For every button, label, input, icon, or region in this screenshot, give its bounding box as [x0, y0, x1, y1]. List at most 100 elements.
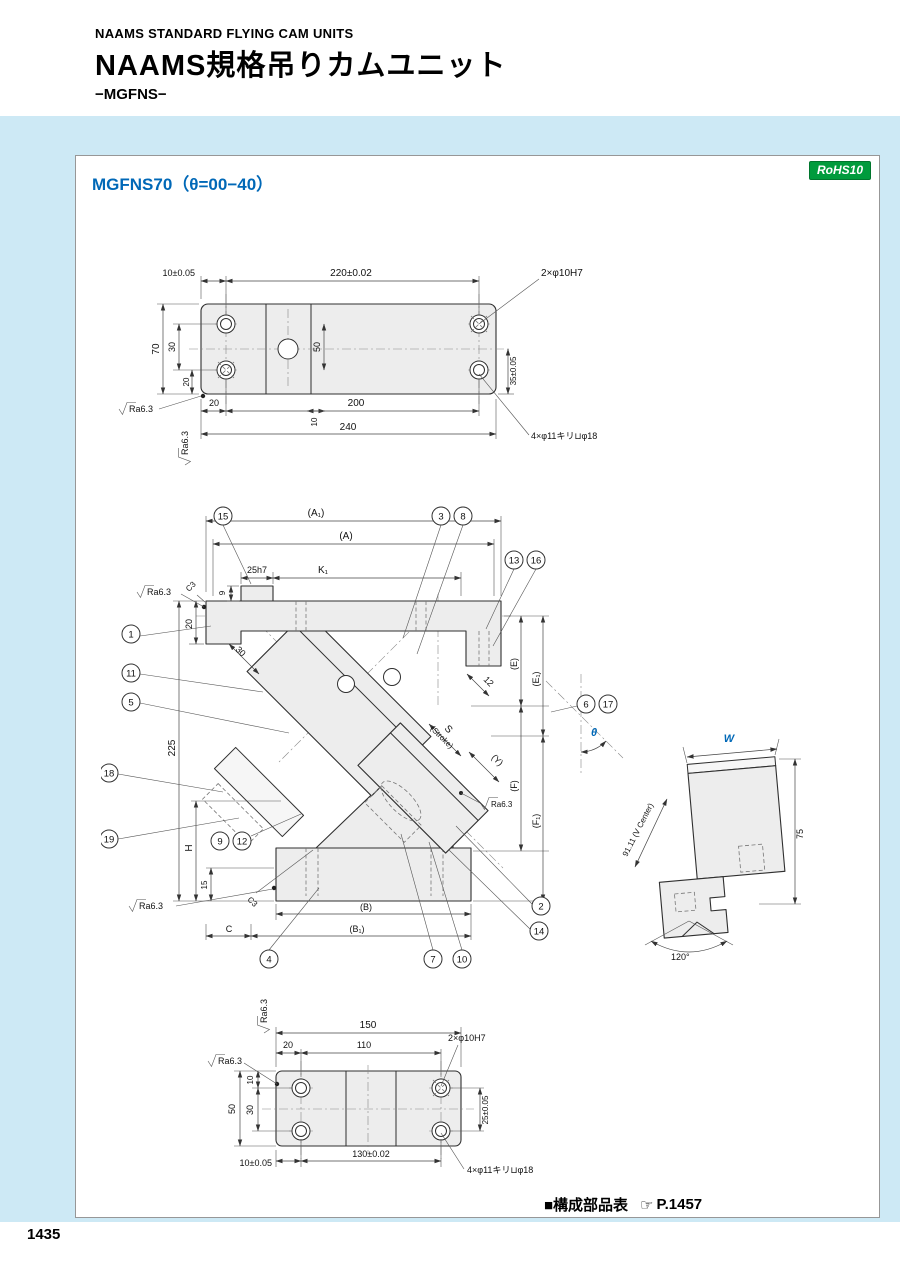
cam-body — [687, 765, 786, 880]
balloon-callout: 2 — [531, 896, 551, 916]
svg-text:1: 1 — [128, 630, 133, 641]
dim-label: H — [184, 844, 195, 851]
surface-finish-icon: Ra6.3 — [207, 1054, 242, 1068]
svg-text:2: 2 — [538, 902, 543, 913]
page-reference: ☞ P.1457 — [640, 1196, 702, 1214]
balloon-callout: 13 — [504, 550, 524, 570]
svg-text:17: 17 — [603, 700, 614, 711]
balloon-callout: 12 — [232, 831, 252, 851]
balloon-callout: 15 — [213, 506, 233, 526]
ra-label: Ra6.3 — [491, 800, 513, 809]
dim-label: 130±0.02 — [352, 1149, 389, 1159]
dim-label: W — [724, 733, 736, 745]
balloon-callout: 19 — [101, 829, 119, 849]
dim-label: 200 — [348, 398, 365, 409]
plate-outline — [275, 1070, 462, 1147]
cbore-label: 4×φ11キリ⊔φ18 — [467, 1165, 533, 1175]
hanging-rail — [205, 600, 502, 667]
page-subtitle: −MGFNS− — [95, 86, 167, 103]
dim-label: 225 — [167, 739, 178, 756]
dim-label: (Y) — [490, 752, 506, 768]
dim-label: (E) — [509, 658, 519, 670]
dim-label: 10 — [246, 1075, 255, 1084]
theta-label: θ — [591, 727, 597, 739]
dim-label: 10±0.05 — [163, 268, 195, 278]
dim-label: (B₁) — [349, 924, 364, 934]
dim-label: 70 — [151, 343, 162, 355]
svg-text:7: 7 — [430, 955, 435, 966]
dowel-label: 2×φ10H7 — [541, 268, 583, 279]
dim-label: 30 — [167, 342, 177, 352]
svg-text:10: 10 — [457, 955, 468, 966]
svg-text:5: 5 — [128, 698, 133, 709]
ra-label: Ra6.3 — [180, 431, 190, 455]
dim-label: (A) — [339, 531, 352, 542]
ra-label: Ra6.3 — [129, 404, 153, 414]
v-block — [658, 876, 729, 939]
iso-view-drawing: W 91.11 (V Center) 75 120° — [621, 733, 805, 962]
dim-label: 240 — [340, 422, 357, 433]
svg-text:18: 18 — [104, 769, 115, 780]
svg-text:13: 13 — [509, 556, 520, 567]
balloon-callout: 5 — [121, 692, 141, 712]
dim-label: 10 — [310, 417, 319, 426]
surface-finish-icon: Ra6.3 — [128, 899, 163, 913]
dim-label: 75 — [795, 829, 805, 839]
cbore-label: 4×φ11キリ⊔φ18 — [531, 431, 597, 441]
page-header: NAAMS STANDARD FLYING CAM UNITS NAAMS規格吊… — [95, 26, 506, 103]
ra-label: Ra6.3 — [259, 999, 269, 1023]
balloon-callout: 17 — [598, 694, 618, 714]
key-block — [240, 585, 274, 602]
dim-label: 20 — [184, 619, 194, 629]
svg-text:15: 15 — [218, 512, 229, 523]
angle-label: 120° — [671, 952, 690, 962]
rohs-badge: RoHS10 — [808, 161, 871, 180]
svg-text:8: 8 — [460, 512, 465, 523]
balloon-callout: 18 — [101, 763, 119, 783]
dim-label: 50 — [227, 1104, 237, 1114]
balloon-callout: 4 — [259, 949, 279, 969]
svg-text:4: 4 — [266, 955, 271, 966]
dim-label: 30 — [245, 1105, 255, 1115]
dim-label: 220±0.02 — [330, 268, 372, 279]
dim-label: 25h7 — [247, 565, 267, 575]
ra-label: Ra6.3 — [147, 587, 171, 597]
dim-label: K₁ — [318, 565, 329, 576]
dim-label: 150 — [360, 1020, 377, 1031]
page-title: NAAMS規格吊りカムユニット — [95, 50, 507, 82]
page-number: 1435 — [27, 1226, 61, 1243]
surface-finish-icon: Ra6.3 — [257, 999, 271, 1034]
ra-label: Ra6.3 — [139, 901, 163, 911]
svg-text:6: 6 — [583, 700, 588, 711]
ra-label: Ra6.3 — [218, 1056, 242, 1066]
balloon-callout: 9 — [210, 831, 230, 851]
svg-text:3: 3 — [438, 512, 443, 523]
parts-table-label: ■構成部品表 — [544, 1197, 629, 1214]
dim-label: 30 — [234, 644, 248, 658]
dim-label: (F₁) — [531, 814, 541, 829]
svg-text:9: 9 — [217, 837, 222, 848]
balloon-callout: 16 — [526, 550, 546, 570]
bottom-view-drawing: 150 20 110 2×φ10H7 10 30 50 25±0.05 10±0… — [207, 999, 533, 1175]
dim-label: 20 — [283, 1040, 293, 1050]
side-view-drawing: (A₁) (A) 25h7 K₁ 9 C3 20 225 H 15 30 — [101, 506, 624, 969]
surface-finish-icon: Ra6.3 — [480, 797, 513, 811]
surface-finish-icon: Ra6.3 — [118, 402, 153, 416]
footer-note: ■構成部品表 ☞ P.1457 — [544, 1194, 702, 1215]
dim-label: (E₁) — [531, 671, 541, 686]
dim-label: 20 — [182, 377, 191, 386]
dim-label: 15 — [200, 880, 209, 889]
balloon-callout: 11 — [121, 663, 141, 683]
dim-label: C — [226, 924, 233, 934]
svg-text:11: 11 — [126, 669, 136, 680]
dim-label: 91.11 (V Center) — [621, 801, 656, 858]
base-plate — [275, 847, 472, 902]
surface-finish-icon: Ra6.3 — [178, 431, 192, 466]
svg-text:12: 12 — [237, 837, 248, 848]
dim-label: 35±0.05 — [509, 356, 518, 385]
svg-text:14: 14 — [534, 927, 545, 938]
page-ref-label: P.1457 — [656, 1196, 703, 1213]
balloon-callout: 7 — [423, 949, 443, 969]
balloon-callout: 1 — [121, 624, 141, 644]
top-view-drawing: 10±0.05 220±0.02 2×φ10H7 70 30 20 50 35±… — [118, 268, 597, 466]
